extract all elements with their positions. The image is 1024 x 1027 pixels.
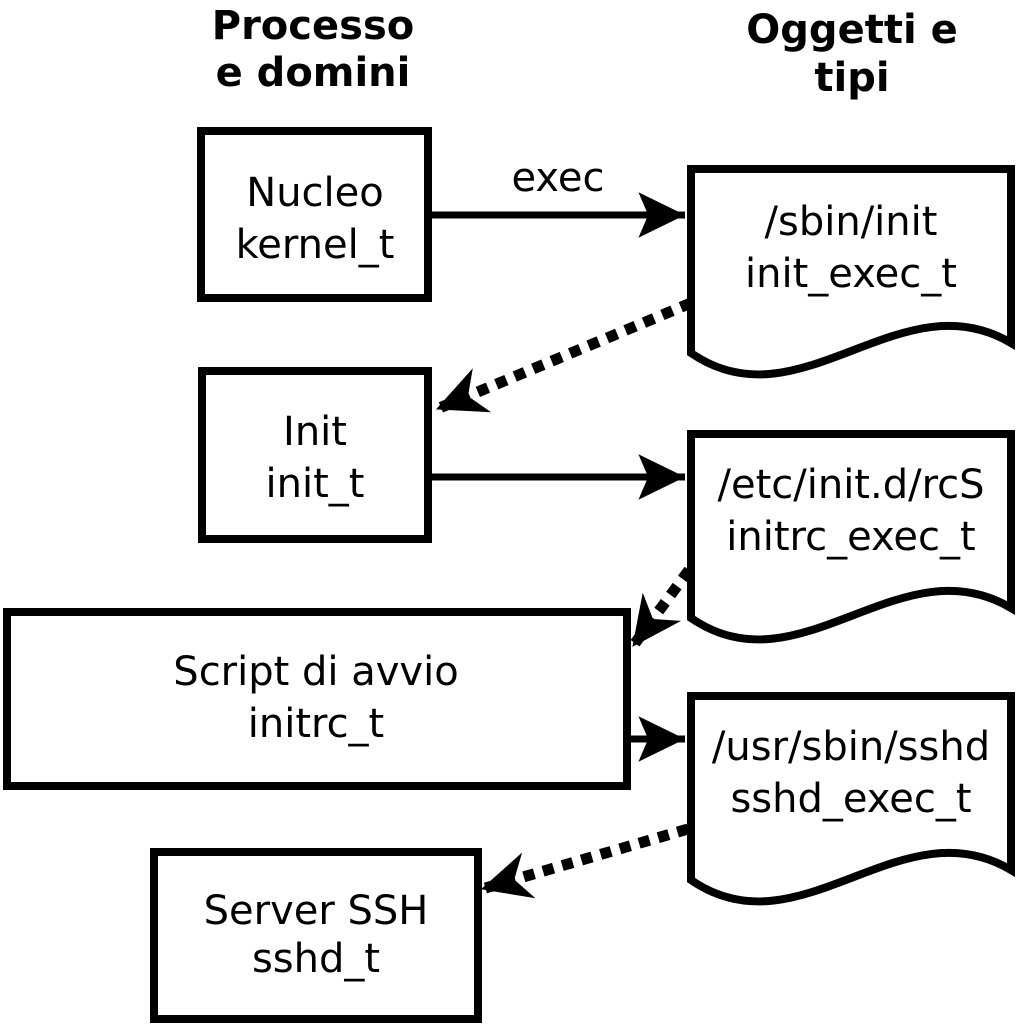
- arrow-kernel-to-init-exec: exec: [432, 155, 685, 238]
- object-doc-init-exec-path: /sbin/init: [765, 199, 938, 245]
- process-box-init-name: Init: [283, 409, 347, 455]
- process-box-kernel-type: kernel_t: [236, 222, 395, 268]
- process-box-sshd-type: sshd_t: [252, 936, 380, 982]
- transition-arrow-sshd-exec-to-sshd: [480, 823, 690, 899]
- object-doc-sshd-exec-path: /usr/sbin/sshd: [712, 724, 990, 770]
- process-box-sshd-name: Server SSH: [204, 888, 429, 934]
- object-doc-sshd-exec-shape: [687, 692, 1015, 906]
- object-doc-initrc-exec: /etc/init.d/rcS initrc_exec_t: [687, 430, 1015, 644]
- object-doc-sshd-exec: /usr/sbin/sshd sshd_exec_t: [687, 692, 1015, 906]
- column-header-objects-line2: tipi: [814, 55, 889, 101]
- process-box-init: Init init_t: [198, 367, 432, 543]
- process-box-initrc-type: initrc_t: [248, 701, 385, 747]
- transition-arrow-init-exec-to-init-line: [434, 297, 694, 415]
- process-box-initrc: Script di avvio initrc_t: [3, 608, 631, 790]
- process-box-initrc-name: Script di avvio: [173, 649, 458, 695]
- process-box-init-shape: [198, 367, 432, 543]
- process-box-sshd: Server SSH sshd_t: [150, 848, 482, 1023]
- object-doc-initrc-exec-path: /etc/init.d/rcS: [717, 462, 984, 508]
- process-box-kernel-name: Nucleo: [246, 170, 383, 216]
- column-header-processes-line1: Processo: [212, 3, 414, 49]
- transition-arrow-initrc-exec-to-initrc-line: [628, 566, 694, 650]
- column-header-processes-line2: e domini: [216, 50, 411, 96]
- object-doc-initrc-exec-type: initrc_exec_t: [726, 514, 975, 560]
- process-box-initrc-shape: [3, 608, 631, 790]
- column-header-processes: Processo e domini: [212, 3, 414, 96]
- arrow-exec-label: exec: [512, 155, 605, 201]
- object-doc-init-exec: /sbin/init init_exec_t: [687, 165, 1015, 379]
- process-box-kernel: Nucleo kernel_t: [197, 127, 432, 302]
- transition-arrow-initrc-exec-to-initrc: [628, 566, 694, 650]
- object-doc-init-exec-type: init_exec_t: [745, 251, 957, 297]
- transition-arrow-init-exec-to-init: [434, 297, 694, 415]
- object-doc-init-exec-shape: [687, 165, 1015, 379]
- object-doc-initrc-exec-shape: [687, 430, 1015, 644]
- column-header-objects: Oggetti e tipi: [746, 7, 957, 101]
- process-box-sshd-shape: [150, 848, 482, 1023]
- process-box-init-type: init_t: [266, 461, 365, 507]
- transition-arrow-sshd-exec-to-sshd-line: [480, 823, 690, 899]
- column-header-objects-line1: Oggetti e: [746, 7, 957, 53]
- process-box-kernel-shape: [197, 127, 432, 302]
- object-doc-sshd-exec-type: sshd_exec_t: [730, 776, 971, 822]
